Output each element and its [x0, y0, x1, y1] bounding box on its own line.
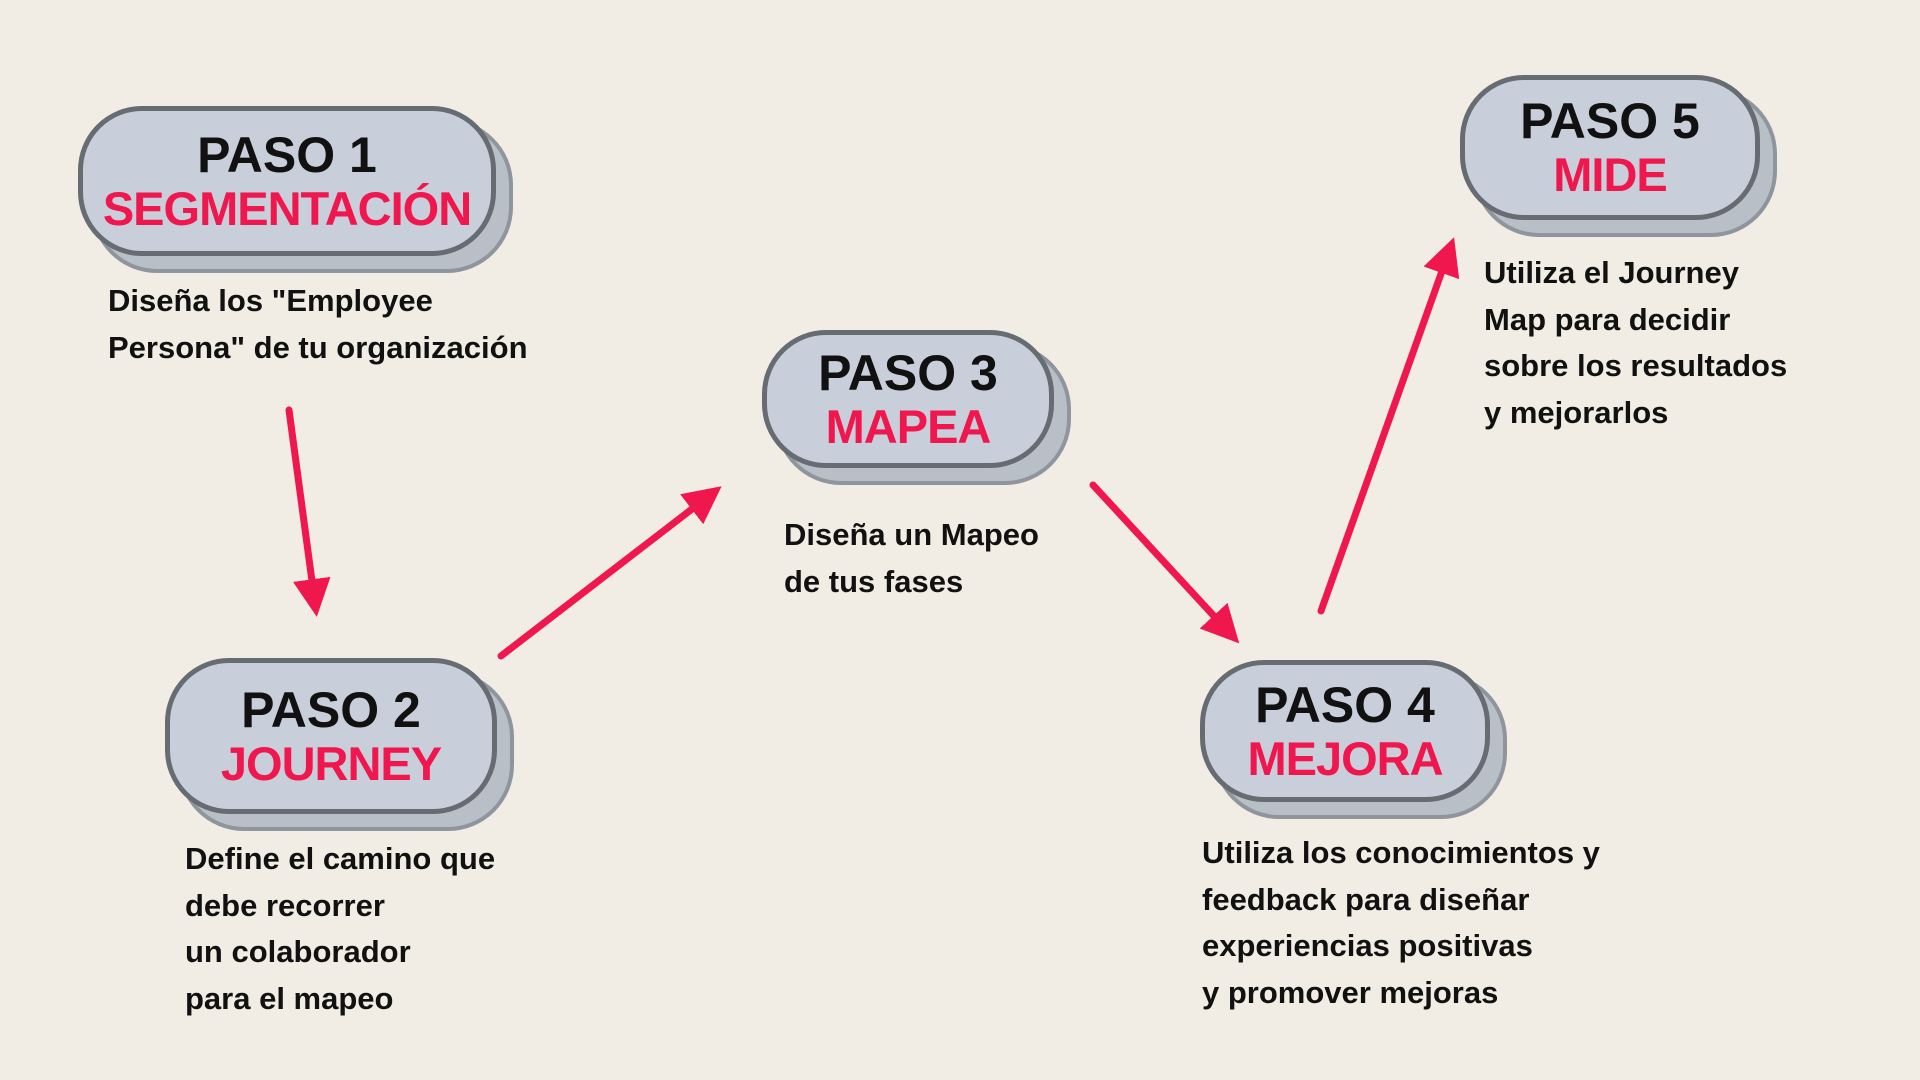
- step3-number: PASO 3: [818, 344, 998, 401]
- arrow-step2-to-step3-icon: [497, 486, 722, 660]
- step4-number: PASO 4: [1255, 676, 1435, 733]
- arrow-step4-to-step5-icon: [1317, 237, 1460, 615]
- step4-pill: PASO 4 MEJORA: [1200, 660, 1490, 802]
- step1-keyword: SEGMENTACIÓN: [102, 181, 472, 235]
- step2-pill: PASO 2 JOURNEY: [165, 658, 497, 814]
- step2-keyword: JOURNEY: [220, 736, 442, 790]
- step5-keyword: MIDE: [1553, 148, 1667, 202]
- step1-description: Diseña los "Employee Persona" de tu orga…: [108, 283, 528, 365]
- step3-pill: PASO 3 MAPEA: [762, 330, 1054, 468]
- step3-keyword: MAPEA: [825, 399, 992, 453]
- step5-pill: PASO 5 MIDE: [1460, 75, 1760, 220]
- step5-number: PASO 5: [1520, 93, 1700, 150]
- step4-keyword: MEJORA: [1247, 731, 1443, 785]
- step3-description: Diseña un Mapeo de tus fases: [784, 517, 1039, 599]
- step1-pill: PASO 1 SEGMENTACIÓN: [78, 106, 496, 256]
- step5-description: Utiliza el Journey Map para decidir sobr…: [1484, 255, 1788, 430]
- step1-number: PASO 1: [197, 126, 377, 183]
- step2-description: Define el camino que debe recorrer un co…: [185, 841, 496, 1016]
- arrow-step1-to-step2-icon: [285, 406, 331, 617]
- step2-number: PASO 2: [241, 681, 421, 738]
- step4-description: Utiliza los conocimientos y feedback par…: [1202, 835, 1600, 1010]
